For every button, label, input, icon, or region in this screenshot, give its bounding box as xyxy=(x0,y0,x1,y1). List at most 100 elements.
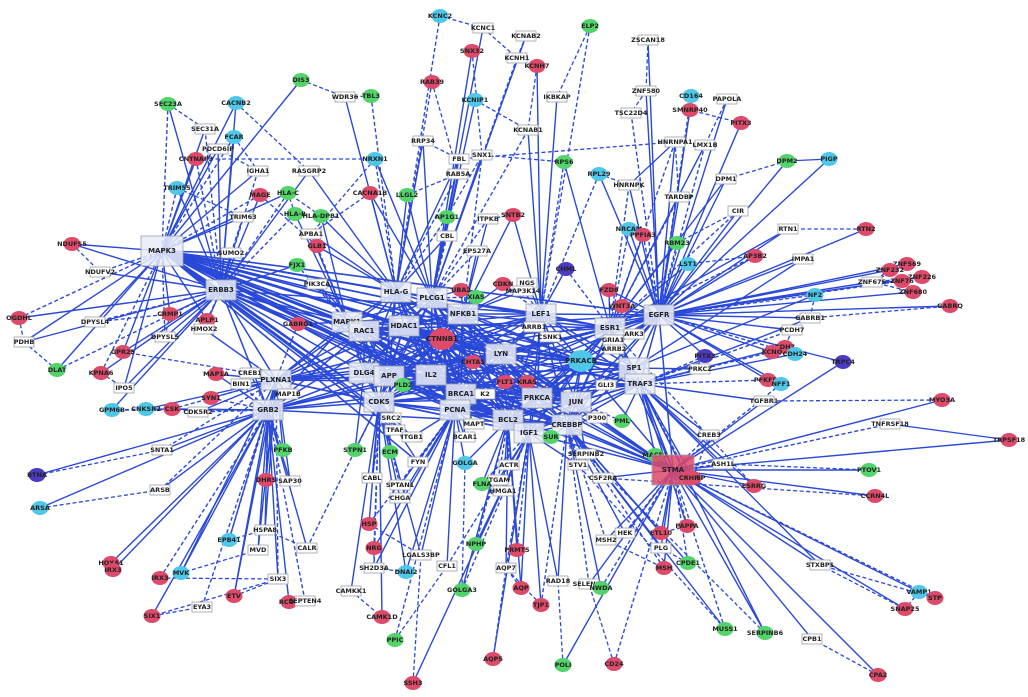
node-gabrb1[interactable]: GABRB1 xyxy=(795,312,825,324)
node-serpinb6[interactable]: SERPINB6 xyxy=(747,626,784,640)
node-lef1[interactable]: LEF1 xyxy=(525,303,557,325)
node-eya3[interactable]: EYA3 xyxy=(191,601,213,613)
node-kcnip1[interactable]: KCNIP1 xyxy=(462,93,489,107)
node-plcg1[interactable]: PLCG1 xyxy=(416,287,448,309)
node-ptov1[interactable]: PTOV1 xyxy=(857,463,882,477)
node-camk1d[interactable]: CAMK1D xyxy=(366,610,398,624)
node-ipo5[interactable]: IPO5 xyxy=(113,382,135,394)
node-tbl3[interactable]: TBL3 xyxy=(362,89,380,103)
node-fyn[interactable]: FYN xyxy=(407,456,429,468)
node-ndufs5[interactable]: NDUFS5 xyxy=(57,237,87,251)
node-bcar1[interactable]: BCAR1 xyxy=(453,431,478,443)
node-hdac1[interactable]: HDAC1 xyxy=(388,315,420,337)
node-sur[interactable]: SUR xyxy=(542,430,560,444)
node-muss1[interactable]: MUSS1 xyxy=(712,622,738,636)
node-camkk1[interactable]: CAMKK1 xyxy=(336,585,367,597)
node-hmga[interactable]: HMGA1 xyxy=(490,485,517,497)
node-cd164[interactable]: CD164 xyxy=(679,89,703,103)
node-pik3ca[interactable]: PIK3CA xyxy=(304,278,331,290)
node-hsp[interactable]: HSP xyxy=(360,517,378,531)
node-dpysl4[interactable]: DPYSL4 xyxy=(81,316,110,328)
node-rtn2[interactable]: RTN2 xyxy=(856,222,876,236)
node-eps8[interactable]: EPS27A xyxy=(463,245,491,257)
node-arsa[interactable]: ARSA xyxy=(30,501,50,515)
node-dpysl5[interactable]: DPYSL5 xyxy=(151,331,180,343)
node-hla-dpb1[interactable]: HLA-DPB1 xyxy=(303,209,340,223)
node-kcnab2[interactable]: KCNAB2 xyxy=(511,30,541,42)
node-lyn[interactable]: LYN xyxy=(485,343,517,365)
node-chga[interactable]: CHGA xyxy=(389,492,411,504)
node-actr[interactable]: ACTR xyxy=(498,459,520,471)
node-aqp5[interactable]: AQP5 xyxy=(483,652,503,666)
node-il2[interactable]: IL2 xyxy=(415,364,447,386)
node-rpl29[interactable]: RPL29 xyxy=(588,167,611,181)
node-sptan1[interactable]: SPTAN1 xyxy=(386,479,415,491)
node-cpa2[interactable]: CPA2 xyxy=(869,668,888,682)
node-cabl[interactable]: CABL xyxy=(361,472,383,484)
node-chml[interactable]: CHML xyxy=(556,262,577,276)
node-lmx1b[interactable]: LMX1B xyxy=(692,139,718,151)
node-stxbp1[interactable]: STXBP1 xyxy=(806,559,835,571)
node-erbb3[interactable]: ERBB3 xyxy=(205,279,237,301)
node-creb1[interactable]: CREB1 xyxy=(238,367,262,379)
node-epb41[interactable]: EPB41 xyxy=(217,533,241,547)
node-nrg[interactable]: NRG xyxy=(365,541,383,555)
node-myo3a[interactable]: MYO3A xyxy=(929,393,955,407)
node-pitx3[interactable]: PITX3 xyxy=(730,116,752,130)
node-stpn[interactable]: STPN1 xyxy=(343,443,367,457)
node-cfl1[interactable]: CFL1 xyxy=(436,560,458,572)
node-csnk1[interactable]: CSNK1 xyxy=(538,331,563,343)
node-rasgrp2[interactable]: RASGRP2 xyxy=(292,165,326,177)
node-rab5a[interactable]: RAB5A xyxy=(446,168,471,180)
node-rps6[interactable]: RPS6 xyxy=(555,155,574,169)
node-hmox2[interactable]: HMOX2 xyxy=(191,323,218,335)
node-poli[interactable]: POLI xyxy=(554,658,572,672)
node-fcar[interactable]: FCAR xyxy=(224,130,244,144)
node-zscan18[interactable]: ZSCAN18 xyxy=(631,34,665,46)
node-sumo2[interactable]: SUMO2 xyxy=(218,247,244,259)
node-kpna6[interactable]: KPNA6 xyxy=(89,366,114,380)
node-grb2[interactable]: GRB2 xyxy=(252,399,284,421)
node-prkca[interactable]: PRKCA xyxy=(521,387,553,409)
node-znf580[interactable]: ZNF580 xyxy=(632,85,661,97)
node-ash1l[interactable]: ASH1L xyxy=(711,458,735,470)
node-ikbkap[interactable]: IKBKAP xyxy=(543,91,571,103)
node-cbl[interactable]: CBL xyxy=(436,230,458,242)
node-ecm[interactable]: ECM xyxy=(381,445,399,459)
node-lgals3bp[interactable]: LGALS3BP xyxy=(402,549,440,561)
node-tjp1[interactable]: TJP1 xyxy=(532,598,550,612)
node-rad18[interactable]: RAD18 xyxy=(546,575,571,587)
node-dpm1[interactable]: DPM1 xyxy=(715,173,737,185)
node-cd24[interactable]: CD24 xyxy=(604,657,624,671)
node-mapt1[interactable]: MAP1B xyxy=(275,388,301,400)
node-mapka[interactable]: MAP1A xyxy=(203,367,229,381)
node-msh2[interactable]: MSH2 xyxy=(595,534,617,546)
node-p300[interactable]: P300 xyxy=(586,412,608,424)
node-snta1[interactable]: SNTA1 xyxy=(150,444,174,456)
node-igf1[interactable]: IGF1 xyxy=(513,422,545,444)
node-ccrn4l[interactable]: CCRN4L xyxy=(861,489,890,503)
node-rab39[interactable]: RAB39 xyxy=(420,75,445,89)
node-aqp[interactable]: AQP xyxy=(512,581,530,595)
node-smnrp40[interactable]: SMNRP40 xyxy=(672,103,708,117)
node-prkcz[interactable]: PRKCZ xyxy=(688,363,712,375)
node-itgb[interactable]: ITGB1 xyxy=(401,431,423,443)
node-arrb2[interactable]: ARRB2 xyxy=(602,343,627,355)
node-tnfrsf18[interactable]: TNFRSF18 xyxy=(871,418,909,430)
node-plxna[interactable]: PLXNA1 xyxy=(260,369,292,391)
node-sh2d3a[interactable]: SH2D3A xyxy=(359,562,389,574)
node-etv[interactable]: ETV xyxy=(225,589,243,603)
node-rac1[interactable]: RAC1 xyxy=(348,320,380,342)
node-gria1[interactable]: GRIA1 xyxy=(602,334,625,346)
node-pigp[interactable]: PIGP xyxy=(820,152,838,166)
node-traf3[interactable]: TRAF3 xyxy=(624,373,656,395)
node-fbl[interactable]: FBL xyxy=(448,153,470,165)
node-aqp7[interactable]: AQP7 xyxy=(495,562,517,574)
node-golga[interactable]: GOLGA xyxy=(452,456,478,470)
node-btna[interactable]: BTNA xyxy=(27,468,47,482)
node-csk[interactable]: CSK xyxy=(163,402,181,416)
node-sntb2[interactable]: SNTB2 xyxy=(501,208,525,222)
node-src2[interactable]: SRC2 xyxy=(380,412,402,424)
node-plg[interactable]: PLG xyxy=(650,542,672,554)
node-znf226[interactable]: ZNF226 xyxy=(908,270,937,284)
